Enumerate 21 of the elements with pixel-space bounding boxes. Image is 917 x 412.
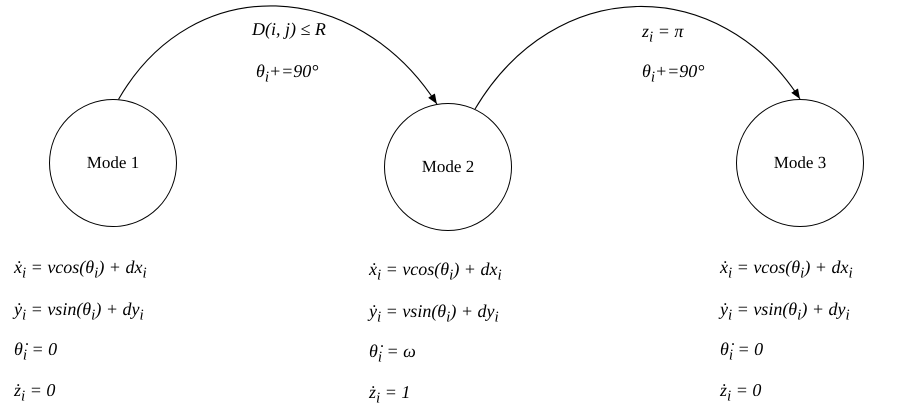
mode-label: Mode 1 bbox=[86, 153, 140, 173]
mode-label: Mode 3 bbox=[774, 153, 826, 173]
edge-label: D(i, j) ≤ R bbox=[250, 20, 328, 40]
equation: ż$_{i}$ = 0 bbox=[720, 381, 762, 406]
equation: ẋ$_{i}$ = vcos(θ$_{i}$) + dx$_{i}$ bbox=[14, 258, 147, 282]
equation: θ̇$_{i}$ = 0 bbox=[720, 340, 764, 364]
mode-label: Mode 2 bbox=[422, 157, 474, 177]
equation: ẋ$_{i}$ = vcos(θ$_{i}$) + dx$_{i}$ bbox=[720, 258, 853, 282]
mode-circle bbox=[384, 103, 512, 231]
mode-circle bbox=[736, 99, 864, 227]
equation: θ̇$_{i}$ = 0 bbox=[14, 340, 58, 364]
transition-arrow bbox=[118, 5, 438, 104]
equation: θ̇$_{i}$ = ω bbox=[369, 342, 416, 366]
equation: ẏ$_{i}$ = vsin(θ$_{i}$) + dy$_{i}$ bbox=[14, 300, 144, 324]
equation: ẋ$_{i}$ = vcos(θ$_{i}$) + dx$_{i}$ bbox=[369, 260, 502, 284]
mode-circle bbox=[49, 99, 177, 227]
transition-arrow bbox=[474, 6, 800, 110]
equation: ẏ$_{i}$ = vsin(θ$_{i}$) + dy$_{i}$ bbox=[369, 302, 499, 326]
equation: ẏ$_{i}$ = vsin(θ$_{i}$) + dy$_{i}$ bbox=[720, 300, 850, 324]
equation: ż$_{i}$ = 1 bbox=[369, 383, 410, 408]
equation: ż$_{i}$ = 0 bbox=[14, 381, 56, 406]
